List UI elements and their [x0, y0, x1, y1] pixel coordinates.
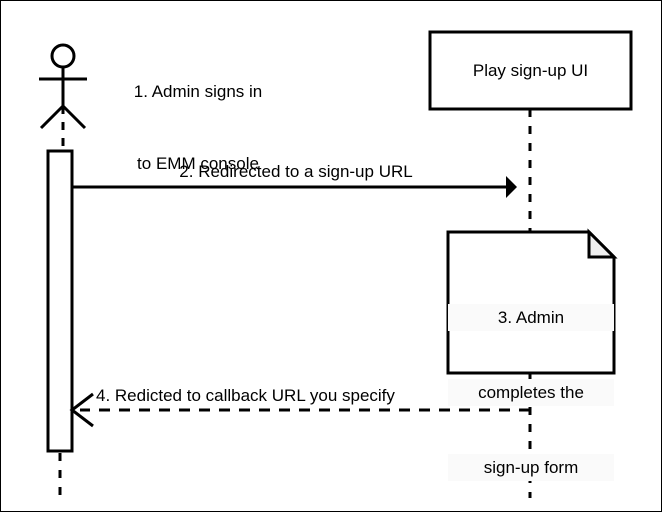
step-3-line-3: sign-up form	[448, 454, 614, 481]
play-signup-ui-box[interactable]	[428, 30, 633, 111]
step-3-note-text: 3. Admin completes the sign-up form	[448, 256, 614, 511]
step-1-annotation: 1. Admin signs in to EMM console	[98, 32, 298, 224]
step-3-line-1: 3. Admin	[448, 304, 614, 331]
step-1-line-1: 1. Admin signs in	[133, 82, 263, 101]
step-2-message-label: 2. Redirected to a sign-up URL	[179, 162, 413, 181]
step-3-note-shape[interactable]	[446, 230, 616, 375]
actor-head-icon	[50, 43, 76, 69]
step-1-line-2: to EMM console	[137, 154, 259, 173]
step-2-arrow-head-icon	[506, 176, 517, 198]
play-signup-ui-label: Play sign-up UI	[472, 61, 589, 80]
step-3-note-fold-icon	[587, 228, 618, 259]
step-3-line-2: completes the	[448, 379, 614, 406]
admin-actor-figure[interactable]	[39, 43, 87, 130]
step-4-arrow-head-icon	[69, 392, 94, 428]
step-4-message-label: 4. Redicted to callback URL you specify	[96, 386, 395, 405]
actor-activation-bar[interactable]	[46, 149, 74, 453]
actor-right-leg-line	[61, 104, 87, 130]
actor-left-leg-line	[39, 104, 65, 130]
